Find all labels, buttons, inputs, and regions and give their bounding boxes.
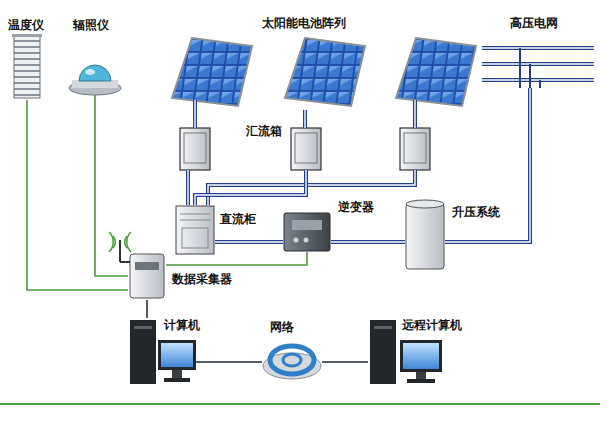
- net-wire: [196, 361, 262, 363]
- step-up-transformer: [406, 200, 444, 269]
- device-label: 温度仪: [8, 18, 44, 32]
- power-wire-core: [304, 110, 305, 128]
- data-wire: [166, 252, 307, 265]
- data-connector: [166, 252, 307, 265]
- device-label: 升压系统: [452, 205, 500, 219]
- device-node: 太阳能电池阵列: [168, 36, 478, 110]
- device-node: 远程计算机: [368, 318, 444, 386]
- device-node: 升压系统: [405, 200, 445, 270]
- power-wire-core: [215, 241, 283, 242]
- power-wire: [195, 170, 306, 205]
- power-connector: [305, 110, 306, 128]
- thermometer-shelter: [12, 34, 42, 98]
- device-node: 直流柜: [175, 205, 215, 255]
- device-node: 网络: [262, 340, 322, 382]
- device-node: 辐照仪: [68, 64, 123, 95]
- combiner-boxes: [180, 128, 430, 170]
- data-wire: [95, 95, 128, 276]
- power-wire-core: [331, 241, 405, 242]
- solar-panels: [172, 38, 476, 106]
- device-node: 温度仪: [12, 34, 42, 100]
- power-wire: [445, 88, 530, 242]
- device-label: 数据采集器: [172, 272, 232, 286]
- device-label: 汇流箱: [246, 124, 282, 138]
- inverter: [284, 213, 330, 251]
- device-label: 远程计算机: [402, 318, 462, 332]
- grid-lines: [482, 48, 594, 88]
- device-node: 计算机: [128, 318, 196, 386]
- ground-line: [0, 403, 600, 405]
- device-label: 太阳能电池阵列: [262, 16, 346, 30]
- radiometer-dome: [69, 65, 121, 95]
- power-wire: [303, 110, 307, 128]
- device-node: 高压电网: [482, 40, 594, 88]
- network-symbol: [263, 346, 321, 379]
- device-label: 计算机: [164, 318, 200, 332]
- power-wire: [331, 240, 405, 244]
- device-node: 汇流箱: [290, 128, 322, 170]
- data-wire: [27, 100, 128, 290]
- data-connector: [95, 95, 128, 276]
- device-label: 逆变器: [338, 200, 374, 214]
- net-connector: [322, 362, 368, 363]
- net-connector: [147, 300, 148, 318]
- device-label: 高压电网: [510, 16, 558, 30]
- device-label: 网络: [270, 320, 294, 334]
- power-wires: [188, 100, 415, 205]
- power-connector: [215, 242, 283, 243]
- power-connector: [445, 88, 530, 242]
- net-wire: [322, 361, 368, 363]
- power-wire-core: [195, 170, 306, 205]
- device-label: 辐照仪: [73, 18, 109, 32]
- device-node: 逆变器: [283, 212, 331, 252]
- dc-cabinet: [176, 206, 214, 254]
- data-connector: [27, 100, 128, 290]
- net-wire: [146, 300, 148, 318]
- power-connector: [195, 170, 306, 205]
- net-connector: [196, 362, 262, 363]
- device-label: 直流柜: [220, 212, 256, 226]
- data-collector: [109, 232, 164, 298]
- device-node: 数据采集器: [128, 252, 166, 300]
- power-wire: [215, 240, 283, 244]
- power-connector: [331, 242, 405, 243]
- power-wire-core: [445, 88, 530, 242]
